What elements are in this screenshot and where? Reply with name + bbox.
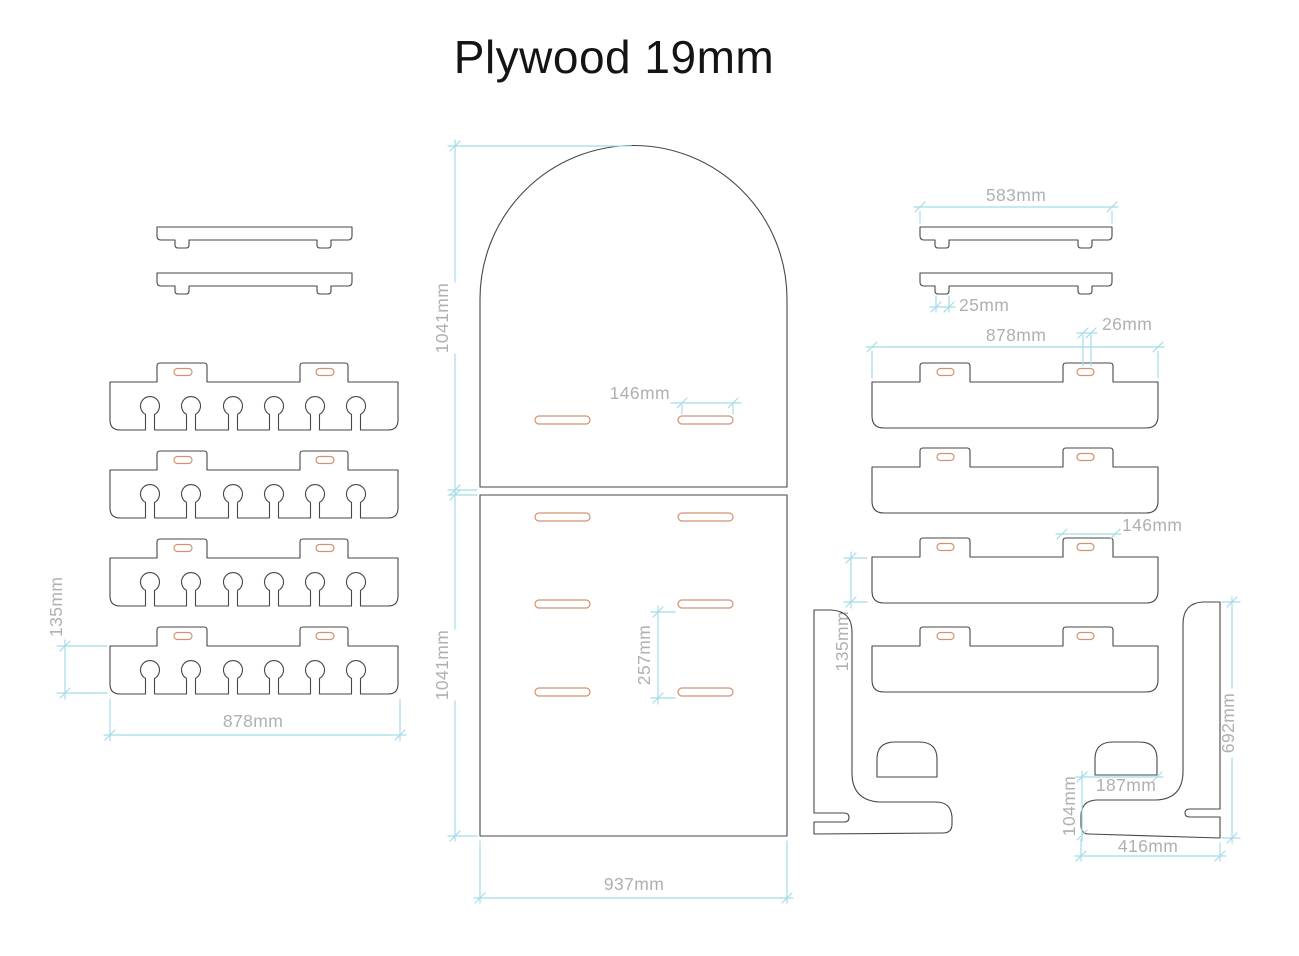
dim-label: 135mm — [46, 577, 66, 637]
plain-rail-right-3 — [871, 537, 1159, 604]
dim-left-rail-width: 878mm — [103, 698, 407, 742]
dim-left-rail-height: 135mm — [46, 577, 108, 700]
dim-label: 146mm — [610, 383, 670, 403]
lower-back-panel — [479, 494, 788, 837]
tab-slot — [534, 512, 591, 522]
foot-bracket-right — [1080, 601, 1221, 839]
dim-label: 257mm — [634, 625, 654, 685]
dim-label: 937mm — [604, 874, 664, 894]
dim-label: 146mm — [1122, 515, 1182, 535]
dim-label: 187mm — [1096, 775, 1156, 795]
dim-label: 25mm — [959, 295, 1009, 315]
dim-bracket-hole-offset: 187mm — [1075, 771, 1164, 795]
hook-rail-left-3 — [109, 538, 399, 607]
drawing-title: Plywood 19mm — [454, 31, 774, 83]
dim-label: 416mm — [1118, 836, 1178, 856]
dim-strip-tab-width: 25mm — [929, 295, 1009, 315]
spacer-strip-left-2 — [156, 272, 353, 295]
dim-lower-panel-width: 937mm — [473, 840, 794, 904]
dim-top-strip-width: 583mm — [913, 185, 1119, 224]
dim-bracket-base-height: 104mm — [1059, 770, 1088, 842]
hook-rail-left-2 — [109, 450, 399, 519]
dim-label: 692mm — [1218, 693, 1238, 753]
foot-bracket-left — [813, 609, 953, 835]
plain-rail-right-4 — [871, 626, 1159, 693]
tab-slot — [677, 599, 734, 609]
spacer-strip-right-2 — [919, 272, 1113, 295]
dim-bracket-base-width: 416mm — [1074, 836, 1227, 862]
dim-lower-panel-height: 1041mm — [432, 489, 478, 842]
dim-right-rail-width: 878mm — [865, 325, 1165, 379]
dim-right-tab-width: 146mm — [1055, 515, 1182, 540]
dim-slot-spacing: 257mm — [634, 605, 676, 705]
dim-label: 878mm — [223, 711, 283, 731]
tab-slot — [677, 415, 734, 425]
dim-label: 135mm — [832, 611, 852, 671]
dim-tab-slot-width: 26mm — [1076, 314, 1152, 367]
dim-bracket-height: 692mm — [1218, 596, 1241, 844]
dim-label: 104mm — [1059, 776, 1079, 836]
bracket-cutout-hole — [1094, 741, 1158, 776]
dim-right-rail-height: 135mm — [832, 551, 868, 671]
tab-slot — [677, 512, 734, 522]
dim-label: 1041mm — [432, 283, 452, 354]
dim-label: 583mm — [986, 185, 1046, 205]
spacer-strip-left-1 — [156, 226, 353, 249]
spacer-strip-right-1 — [919, 226, 1113, 249]
dim-label: 878mm — [986, 325, 1046, 345]
hook-rail-left-4 — [109, 626, 399, 695]
hook-rail-left-1 — [109, 362, 399, 431]
dim-arch-slot-width: 146mm — [610, 383, 742, 415]
dim-label: 1041mm — [432, 630, 452, 701]
plain-rail-right-2 — [871, 447, 1159, 514]
tab-slot — [677, 687, 734, 697]
plain-rail-right-1 — [871, 362, 1159, 429]
arch-back-panel — [479, 145, 788, 488]
dim-arch-panel-height: 1041mm — [432, 139, 632, 497]
tab-slot — [534, 599, 591, 609]
tab-slot — [534, 687, 591, 697]
bracket-cutout-hole — [876, 741, 938, 778]
dim-label: 26mm — [1102, 314, 1152, 334]
tab-slot — [534, 415, 591, 425]
